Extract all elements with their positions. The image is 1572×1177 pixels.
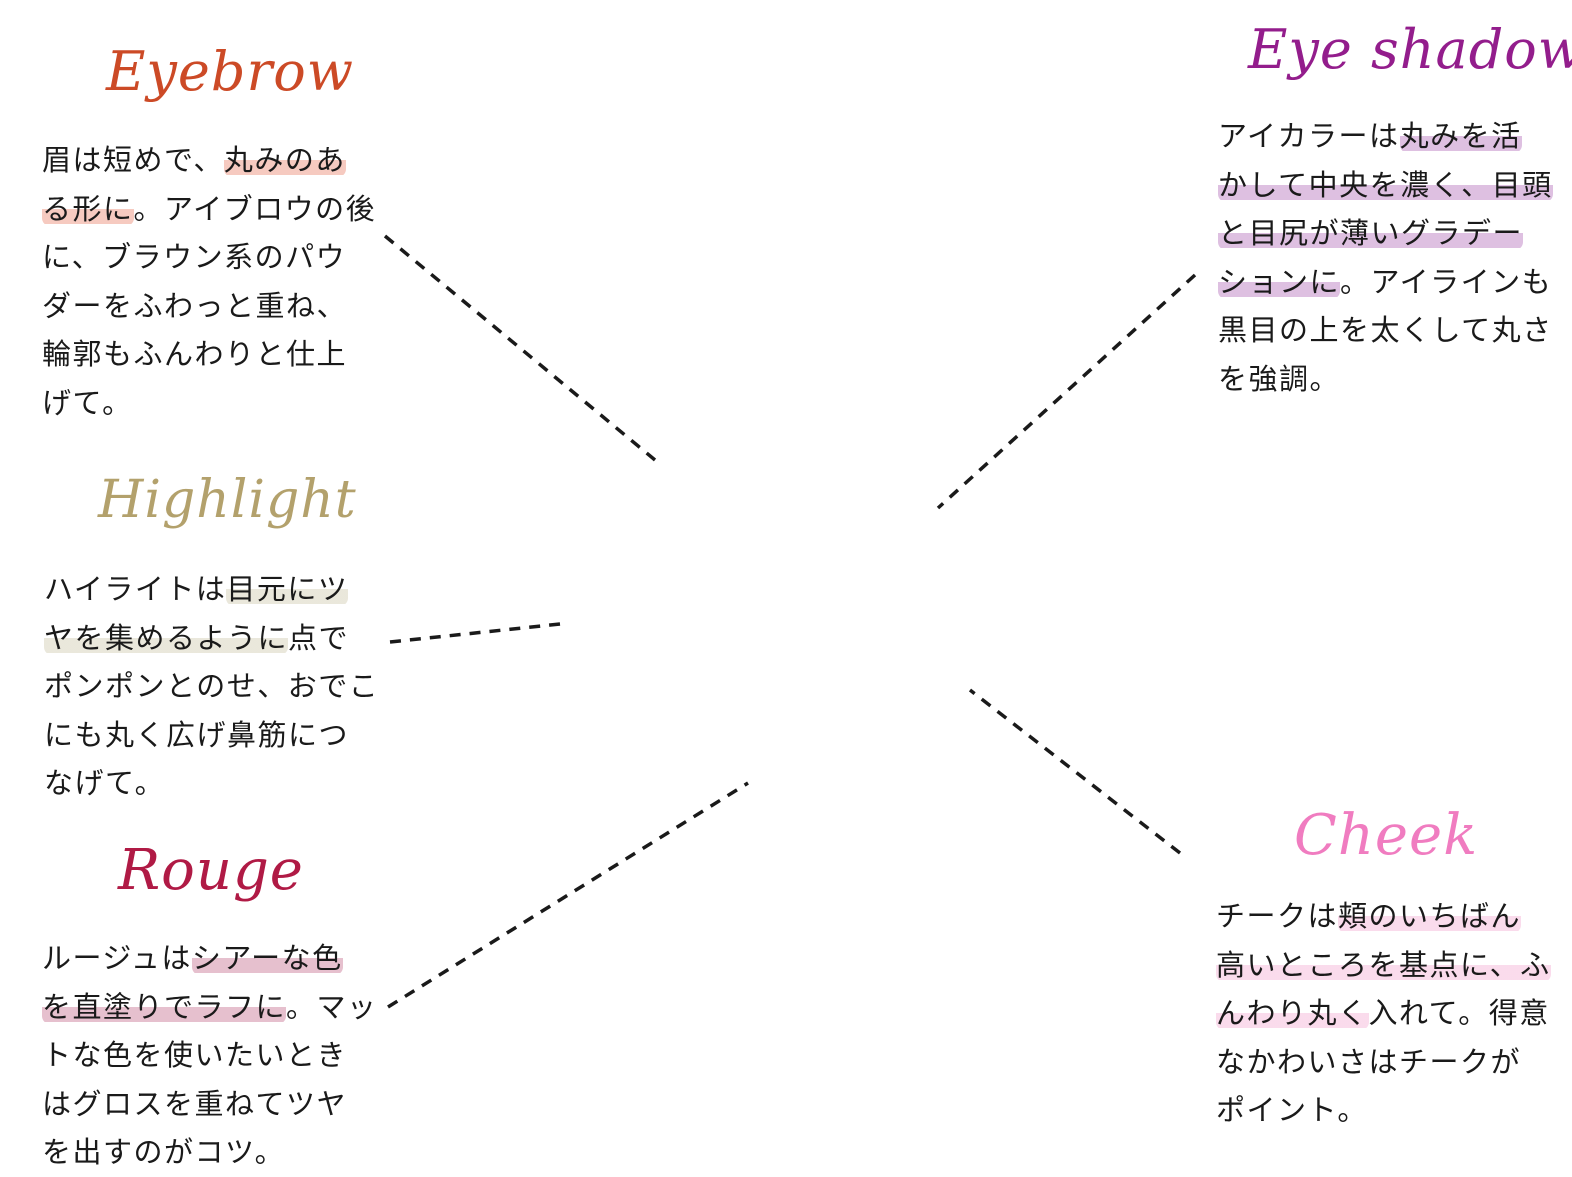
cheek-highlighted-phrase: 頬のいちばん [1338,899,1522,933]
cheek-text-line: 高いところを基点に、ふ [1216,941,1551,990]
eyeshadow-highlighted-phrase: かして中央を濃く、目頭 [1218,167,1553,202]
eyeshadow-highlighted-phrase: 丸みを活 [1399,119,1522,153]
cheek-text-line: なかわいさはチークが [1216,1038,1551,1087]
rouge-connector-line [387,781,749,1009]
cheek-text-segment: 入れて。得意 [1368,996,1550,1030]
highlight-text-segment: なげて。 [44,766,166,800]
eyebrow-text-segment: 輪郭もふんわりと仕上 [42,337,348,371]
rouge-text-line: ルージュはシアーな色 [42,934,378,983]
eyeshadow-text-line: アイカラーは丸みを活 [1218,112,1553,161]
rouge-text-segment: ルージュは [42,941,192,975]
cheek-text-segment: チークは [1216,899,1339,933]
eyebrow-text-line: に、ブラウン系のパウ [42,233,376,282]
highlight-text-segment: ハイライトは [44,572,227,606]
eyebrow-text-line: げて。 [42,379,376,428]
rouge-text-segment: トな色を使いたいとき [42,1038,348,1072]
rouge-text-segment: 。マッ [286,989,378,1024]
eyeshadow-text-line: ションに。アイラインも [1218,258,1553,307]
eyebrow-text-line: 輪郭もふんわりと仕上 [42,330,376,379]
cheek-text-line: チークは頬のいちばん [1216,892,1551,941]
eyeshadow-text-segment: 黒目の上を太くして丸さ [1218,313,1553,347]
rouge-text-line: を出すのがコツ。 [42,1128,378,1177]
highlight-highlighted-phrase: ヤを集めるように [44,620,289,655]
eyeshadow-text-line: かして中央を濃く、目頭 [1218,161,1553,210]
cheek-text-segment: ポイント。 [1216,1093,1368,1127]
highlight-text-segment: 点で [288,620,350,655]
rouge-text-segment: はグロスを重ねてツヤ [42,1086,348,1121]
highlight-text-line: なげて。 [44,759,379,808]
cheek-highlighted-phrase: んわり丸く [1216,996,1369,1030]
rouge-highlighted-phrase: を直塗りでラフに [42,989,287,1024]
eyeshadow-text-line: と目尻が薄いグラデー [1218,209,1553,258]
eyeshadow-highlighted-phrase: と目尻が薄いグラデー [1218,216,1524,250]
highlight-text-line: にも丸く広げ鼻筋につ [44,711,379,760]
eyeshadow-text-segment: アイカラーは [1218,119,1400,153]
eyebrow-description: 眉は短めで、丸みのある形に。アイブロウの後に、ブラウン系のパウダーをふわっと重ね… [42,136,376,427]
highlight-text-line: ヤを集めるように点で [44,614,379,663]
rouge-text-segment: を出すのがコツ。 [42,1135,286,1169]
eyeshadow-highlighted-phrase: ションに [1218,264,1341,299]
cheek-connector-line [968,688,1182,855]
rouge-highlighted-phrase: シアーな色 [191,941,343,975]
rouge-description: ルージュはシアーな色を直塗りでラフに。マットな色を使いたいときはグロスを重ねてツ… [42,934,378,1177]
cheek-highlighted-phrase: 高いところを基点に、ふ [1216,947,1551,982]
eyeshadow-text-segment: 。アイラインも [1340,264,1553,299]
eyebrow-text-segment: 眉は短めで、 [42,143,224,177]
eyebrow-text-line: ダーをふわっと重ね、 [42,282,376,331]
highlight-connector-line [389,622,561,644]
cheek-title: Cheek [1294,803,1479,868]
highlight-title: Highlight [98,470,357,530]
eyebrow-highlighted-phrase: る形に [42,191,134,226]
cheek-text-line: んわり丸く入れて。得意 [1216,989,1551,1038]
eyebrow-title: Eyebrow [106,40,354,103]
eyeshadow-text-line: を強調。 [1218,355,1553,404]
eyebrow-text-line: る形に。アイブロウの後 [42,185,376,234]
rouge-text-line: トな色を使いたいとき [42,1031,378,1080]
eyebrow-text-segment: に、ブラウン系のパウ [42,240,347,274]
highlight-description: ハイライトは目元にツヤを集めるように点でポンポンとのせ、おでこにも丸く広げ鼻筋に… [44,565,379,808]
eyebrow-text-segment: げて。 [42,385,133,420]
rouge-title: Rouge [118,838,304,903]
eyeshadow-description: アイカラーは丸みを活かして中央を濃く、目頭と目尻が薄いグラデーションに。アイライ… [1218,112,1553,403]
cheek-description: チークは頬のいちばん高いところを基点に、ふんわり丸く入れて。得意なかわいさはチー… [1216,892,1551,1135]
eyebrow-text-segment: ダーをふわっと重ね、 [42,288,348,323]
highlight-text-line: ハイライトは目元にツ [44,565,379,614]
eyebrow-connector-line [383,234,657,462]
rouge-text-line: を直塗りでラフに。マッ [42,983,378,1032]
cheek-text-line: ポイント。 [1216,1086,1551,1135]
rouge-text-line: はグロスを重ねてツヤ [42,1080,378,1129]
highlight-text-segment: ポンポンとのせ、おでこ [44,669,380,703]
cheek-text-segment: なかわいさはチークが [1216,1044,1522,1079]
highlight-highlighted-phrase: 目元にツ [226,572,349,606]
eyebrow-highlighted-phrase: 丸みのあ [223,143,346,177]
eyeshadow-title: Eye shadow [1248,18,1572,81]
eyebrow-text-segment: 。アイブロウの後 [133,191,377,226]
eyeshadow-text-line: 黒目の上を太くして丸さ [1218,306,1553,355]
eyeshadow-text-segment: を強調。 [1218,361,1341,396]
highlight-text-line: ポンポンとのせ、おでこ [44,662,379,711]
eyebrow-text-line: 眉は短めで、丸みのあ [42,136,376,185]
highlight-text-segment: にも丸く広げ鼻筋につ [44,717,350,752]
eyeshadow-connector-line [936,273,1197,510]
